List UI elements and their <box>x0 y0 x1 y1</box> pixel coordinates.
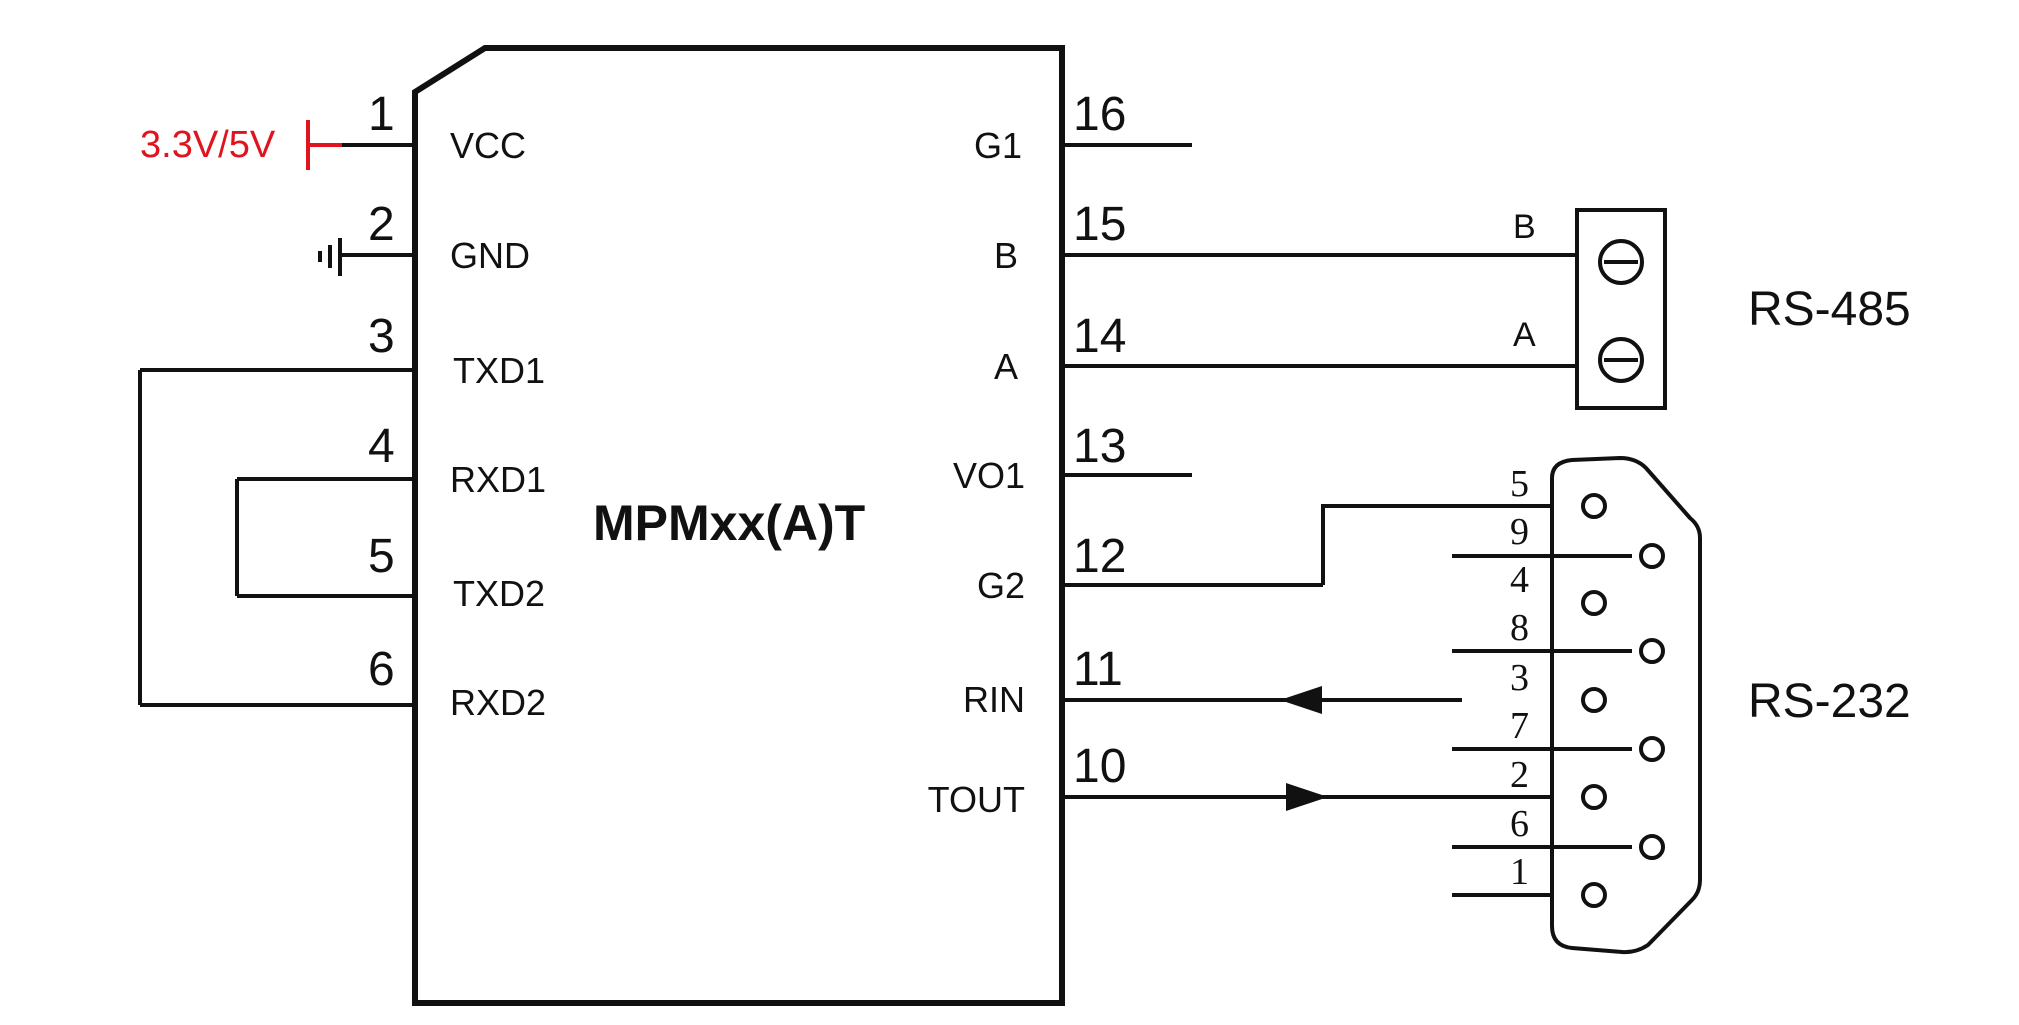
db9-pin-number: 5 <box>1510 463 1529 505</box>
left-pin-5: 5 TXD2 <box>237 530 545 614</box>
terminal-label-b: B <box>1513 208 1536 246</box>
left-pin-6: 6 RXD2 <box>140 643 546 723</box>
chip-name: MPMxx(A)T <box>593 495 865 551</box>
pin-number: 15 <box>1073 198 1126 251</box>
pin-label-b: B <box>994 235 1018 276</box>
pin-label-a: A <box>994 346 1018 387</box>
pin-number: 11 <box>1073 643 1123 696</box>
pin-label-g2: G2 <box>977 565 1025 606</box>
pin-label-rxd2: RXD2 <box>450 682 546 723</box>
db9-pin-number: 6 <box>1510 803 1529 845</box>
pin-number: 4 <box>368 420 395 473</box>
rs485-title: RS-485 <box>1748 283 1911 336</box>
arrow-right-icon <box>1286 783 1328 811</box>
right-pin-13: 13 VO1 <box>953 420 1192 496</box>
db9-connector: 5 9 4 8 3 7 2 6 1 <box>1452 455 1702 955</box>
pin-number: 3 <box>368 310 395 363</box>
right-pin-14: 14 A <box>994 310 1577 387</box>
pin-number: 13 <box>1073 420 1126 473</box>
pin-number: 10 <box>1073 740 1126 793</box>
pin-label-vo1: VO1 <box>953 455 1025 496</box>
left-pin-4: 4 RXD1 <box>237 420 546 500</box>
power-label: 3.3V/5V <box>140 124 276 166</box>
db9-pin-number: 7 <box>1510 705 1529 747</box>
db9-pin-number: 3 <box>1510 657 1529 699</box>
pin-number: 6 <box>368 643 395 696</box>
left-pin-3: 3 TXD1 <box>140 310 545 391</box>
right-pin-15: 15 B <box>994 198 1577 276</box>
pin-label-g1: G1 <box>974 125 1022 166</box>
pin-label-tout: TOUT <box>928 779 1025 820</box>
right-pin-10: 10 TOUT <box>928 740 1552 820</box>
db9-pin-number: 8 <box>1510 607 1529 649</box>
ground-icon <box>318 238 342 276</box>
arrow-left-icon <box>1280 686 1322 714</box>
pin-label-gnd: GND <box>450 235 530 276</box>
rs232-title: RS-232 <box>1748 675 1911 728</box>
chip-body <box>412 45 1065 1006</box>
right-pin-11: 11 RIN <box>963 643 1462 720</box>
pin-number: 12 <box>1073 530 1126 583</box>
right-pin-12: 12 G2 <box>977 530 1323 606</box>
db9-pin-number: 4 <box>1510 559 1529 601</box>
pin-label-rin: RIN <box>963 679 1025 720</box>
ground-wire-db9-pin5 <box>1321 504 1552 585</box>
left-pin-2: 2 GND <box>340 198 530 276</box>
pin-number: 5 <box>368 530 395 583</box>
terminal-label-a: A <box>1513 316 1536 354</box>
pin-label-rxd1: RXD1 <box>450 459 546 500</box>
right-pin-16: 16 G1 <box>974 88 1192 166</box>
db9-pin-number: 1 <box>1510 851 1529 893</box>
pin-label-vcc: VCC <box>450 125 526 166</box>
power-supply-symbol: 3.3V/5V <box>140 120 342 170</box>
pin-label-txd1: TXD1 <box>453 350 545 391</box>
pin-label-txd2: TXD2 <box>453 573 545 614</box>
pin-number: 1 <box>368 88 395 141</box>
rs485-terminal-block: B A <box>1513 208 1667 410</box>
db9-pin-number: 9 <box>1510 511 1529 553</box>
pin-number: 2 <box>368 198 395 251</box>
pin-number: 14 <box>1073 310 1126 363</box>
pin-number: 16 <box>1073 88 1126 141</box>
left-pin-1: 1 VCC <box>340 88 526 166</box>
db9-pin-number: 2 <box>1510 754 1529 796</box>
